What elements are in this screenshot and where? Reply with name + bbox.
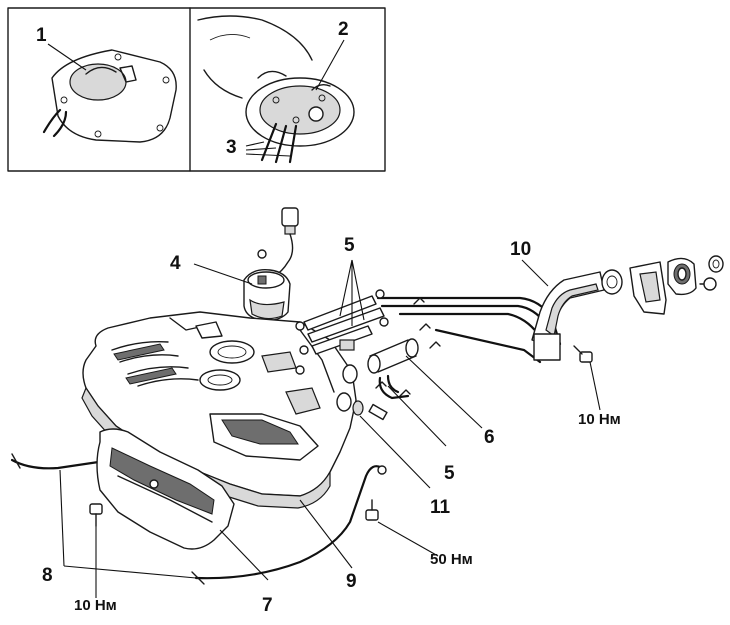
inset-pump-flange xyxy=(197,15,355,164)
callout-3: 3 xyxy=(226,137,237,158)
callout-11: 11 xyxy=(430,497,451,518)
torque-shield-bolt: 10 Нм xyxy=(74,597,117,614)
callout-4: 4 xyxy=(170,253,181,274)
callout-8: 8 xyxy=(42,565,53,586)
heat-shield xyxy=(96,428,235,550)
bolts xyxy=(89,277,717,527)
callout-10: 10 xyxy=(510,239,532,260)
callout-5-hoses: 5 xyxy=(344,235,355,256)
inset-pump-cover xyxy=(42,49,177,143)
callout-9: 9 xyxy=(346,571,357,592)
torque-filler-bolt: 10 Нм xyxy=(578,411,621,428)
callout-6: 6 xyxy=(484,427,495,448)
torque-strap-bolt: 50 Нм xyxy=(430,551,473,568)
tank-straps xyxy=(10,453,387,585)
callout-7: 7 xyxy=(262,595,273,616)
callout-2: 2 xyxy=(338,19,349,40)
filler-neck xyxy=(531,255,724,361)
leader-lines xyxy=(47,39,601,598)
inset-frame xyxy=(7,7,386,172)
callout-5-clamp: 5 xyxy=(444,463,455,484)
callout-1: 1 xyxy=(36,25,47,46)
